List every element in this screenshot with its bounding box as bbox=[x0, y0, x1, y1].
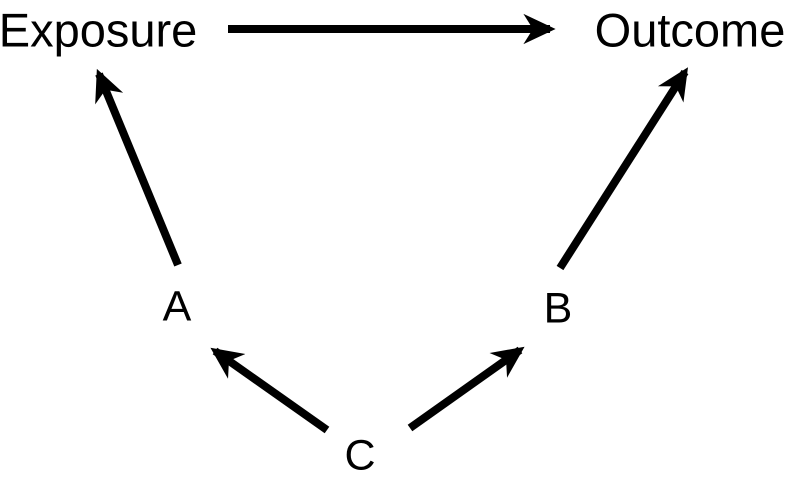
node-label-a: A bbox=[162, 282, 192, 331]
node-label-c: C bbox=[344, 431, 376, 480]
node-label-outcome: Outcome bbox=[594, 3, 786, 57]
node-label-exposure: Exposure bbox=[0, 3, 198, 57]
edge-c-to-b bbox=[407, 346, 525, 432]
edge-a-to-exposure bbox=[95, 68, 182, 267]
edge-c-to-a bbox=[210, 347, 330, 434]
edge-b-to-outcome bbox=[556, 67, 689, 271]
node-label-b: B bbox=[543, 284, 573, 333]
